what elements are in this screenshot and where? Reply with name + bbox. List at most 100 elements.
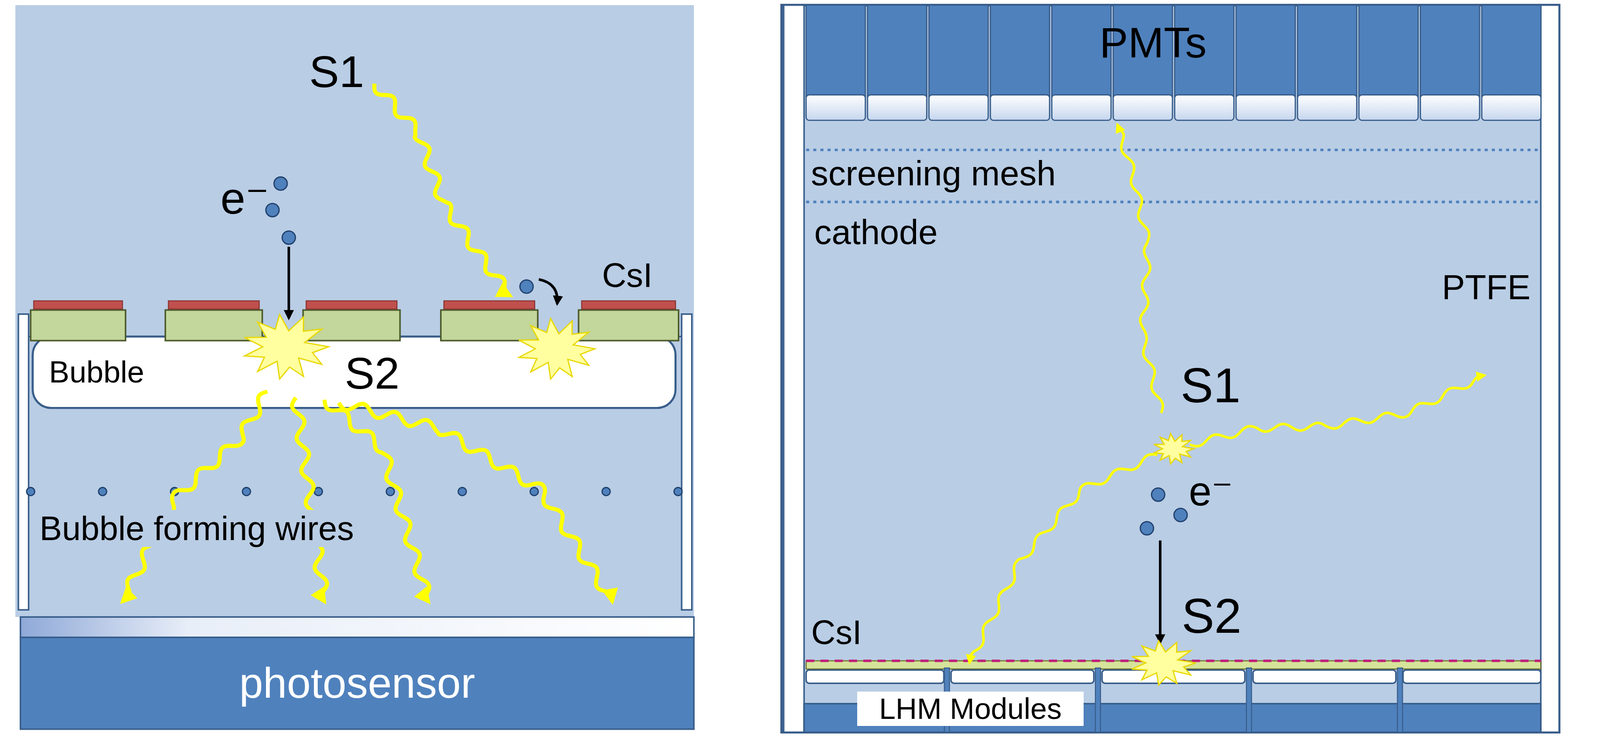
pmt [1236, 5, 1296, 97]
dot [530, 487, 539, 496]
photon [374, 83, 511, 297]
photon [338, 402, 613, 603]
csi-electrode [578, 310, 679, 341]
dot [1140, 522, 1154, 536]
ptfe-wall [783, 5, 805, 733]
photon [1117, 124, 1164, 413]
electron-label: e⁻ [1188, 469, 1233, 515]
pmt [1297, 5, 1357, 97]
csi-layer [443, 300, 535, 309]
node-text: photosensor [239, 659, 475, 708]
mesh [806, 200, 1542, 203]
dot [98, 487, 107, 496]
part-name: cathode [814, 213, 938, 252]
signal-label: S1 [309, 46, 365, 97]
material-label: CsI [602, 257, 653, 295]
csi-electrode [30, 310, 126, 341]
scintillation [244, 314, 329, 379]
photon [122, 391, 268, 603]
lhm-electrode [1403, 670, 1542, 684]
ptfe-wall [1540, 5, 1560, 733]
pmt-window [867, 95, 927, 121]
lhm-electrode [1253, 670, 1396, 684]
dot [519, 280, 533, 294]
dot [26, 487, 35, 496]
photosensor-body [20, 637, 694, 730]
signal-label: S2 [341, 348, 403, 399]
dot [1173, 508, 1188, 523]
part-name: PTFE [1441, 268, 1531, 307]
dot [1151, 488, 1165, 502]
lhm-electrode [806, 670, 945, 684]
csi-electrode [165, 310, 263, 341]
dot [386, 487, 395, 496]
pmt-window [928, 95, 989, 121]
photosensor-box: photosensor [20, 639, 694, 728]
dot [242, 487, 251, 496]
csi-layer [168, 300, 260, 309]
liquid-xenon [15, 5, 694, 618]
pmt [1481, 5, 1542, 97]
scintillation [1153, 434, 1194, 465]
pmt [1358, 5, 1419, 97]
part-name: screening mesh [808, 154, 1059, 193]
node-text: Bubble [48, 355, 145, 390]
pmt-window [1113, 95, 1173, 121]
electron-label: e⁻ [220, 173, 269, 223]
wall [18, 314, 29, 611]
pmt [990, 5, 1050, 97]
photoelectron-arrow [538, 279, 558, 305]
csi-layer [581, 300, 676, 309]
signal-label: S1 [1180, 358, 1241, 413]
lhm-post [1246, 668, 1252, 733]
csi-layer [305, 300, 397, 309]
wall [681, 314, 692, 611]
dot [602, 487, 611, 496]
pmt-window [1481, 95, 1542, 121]
lhm-label-box: LHM Modules [857, 691, 1084, 727]
dot [458, 487, 467, 496]
pmt-window [990, 95, 1050, 121]
signal-label: S2 [1181, 589, 1242, 644]
csi-layer [33, 300, 123, 309]
lhm-post [1095, 668, 1101, 733]
dot [314, 487, 323, 496]
window [20, 617, 694, 638]
node-text: LHM Modules [879, 692, 1062, 726]
pmt [867, 5, 927, 97]
csi-electrode [440, 310, 538, 341]
pmt-window [1174, 95, 1234, 121]
bubble-label-box: Bubble [32, 341, 237, 403]
pmt [928, 5, 989, 97]
photon [324, 400, 430, 603]
dot [281, 231, 296, 245]
part-name: Bubble forming wires [36, 510, 357, 548]
pmt-window [1420, 95, 1480, 121]
scintillation [518, 318, 595, 380]
mesh [806, 148, 1542, 152]
left-panel [15, 5, 694, 730]
dot [273, 176, 288, 191]
pmt [806, 5, 866, 97]
pmt-window [1297, 95, 1357, 121]
drift-arrow [1158, 540, 1162, 644]
pmt-window [806, 95, 866, 121]
pmt-window [1051, 95, 1111, 121]
scintillation [1132, 641, 1197, 686]
lhm-electrode [950, 670, 1094, 684]
drift-arrow [287, 247, 290, 319]
csi-electrode [303, 310, 401, 341]
pmt-array-box: PMTs [1020, 12, 1287, 74]
pmt [1420, 5, 1480, 97]
material-label: CsI [811, 614, 862, 652]
photon [291, 397, 328, 603]
right-panel [781, 5, 1560, 733]
pmt-window [1358, 95, 1419, 121]
photon [969, 454, 1158, 664]
liquid-xenon [781, 5, 1560, 733]
lhm-post [1397, 668, 1403, 733]
node-text: PMTs [1099, 19, 1207, 67]
pmt-window [1236, 95, 1296, 121]
